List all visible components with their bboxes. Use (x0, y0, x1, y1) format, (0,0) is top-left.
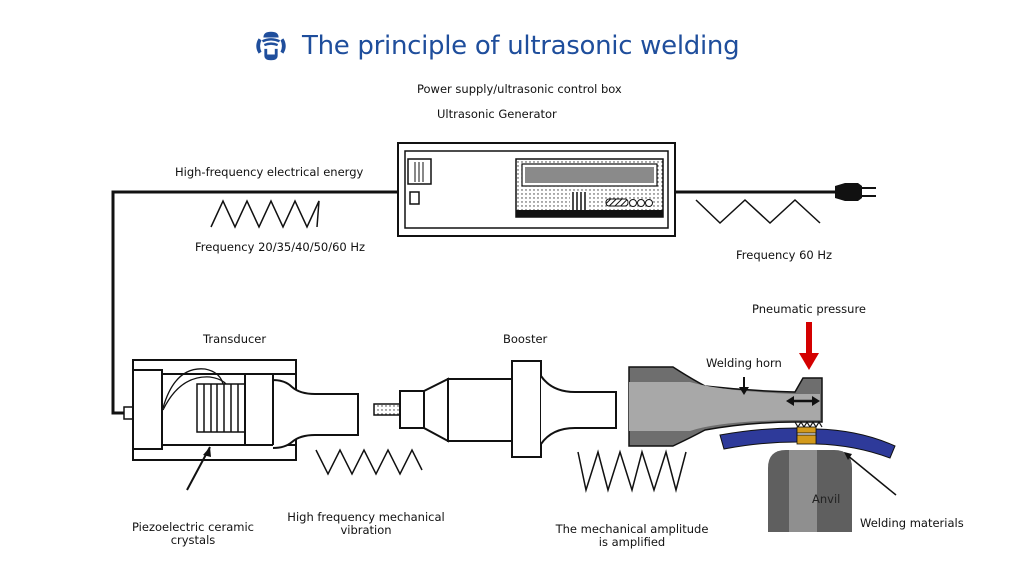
connector (123, 406, 134, 420)
power-plug-icon (835, 183, 876, 201)
amplitude-label: The mechanical amplitude is amplified (555, 522, 709, 549)
display-screen (525, 167, 654, 183)
freq-input-label: Frequency 60 Hz (736, 248, 833, 262)
power-supply-label: Power supply/ultrasonic control box (417, 82, 622, 96)
piezo-crystals (196, 383, 246, 433)
welding-horn-label: Welding horn (706, 356, 782, 370)
transducer (123, 359, 359, 491)
materials-pointer (846, 454, 897, 496)
generator-label: Ultrasonic Generator (437, 107, 557, 121)
ultrasonic-generator-box (397, 142, 676, 237)
pneumatic-pressure-arrow (799, 322, 819, 370)
pneumatic-pressure-label: Pneumatic pressure (752, 302, 866, 316)
booster (373, 360, 617, 458)
ultrasonic-logo-icon (256, 31, 286, 61)
hf-electrical-wave (210, 199, 320, 229)
freq-output-label: Frequency 20/35/40/50/60 Hz (195, 240, 366, 254)
title-bar: The principle of ultrasonic welding (252, 26, 740, 66)
welding-materials (719, 426, 896, 459)
mains-wave (695, 198, 821, 225)
hf-vibration-label: High frequency mechanical vibration (287, 510, 445, 537)
amplified-amplitude-wave (577, 449, 687, 493)
page-title: The principle of ultrasonic welding (302, 31, 740, 61)
welding-horn (628, 366, 823, 447)
piezo-label: Piezoelectric ceramic crystals (132, 520, 254, 547)
weld-joint-bottom (796, 434, 817, 445)
mechanical-vibration-wave (315, 448, 423, 476)
anvil (768, 450, 852, 532)
weld-joint-top (796, 426, 817, 434)
transducer-label: Transducer (203, 332, 267, 346)
anvil-label: Anvil (812, 492, 841, 506)
welding-materials-label: Welding materials (860, 516, 964, 530)
power-switch (409, 191, 420, 205)
hf-energy-label: High-frequency electrical energy (175, 165, 364, 179)
power-cable (111, 190, 840, 415)
booster-label: Booster (503, 332, 548, 346)
